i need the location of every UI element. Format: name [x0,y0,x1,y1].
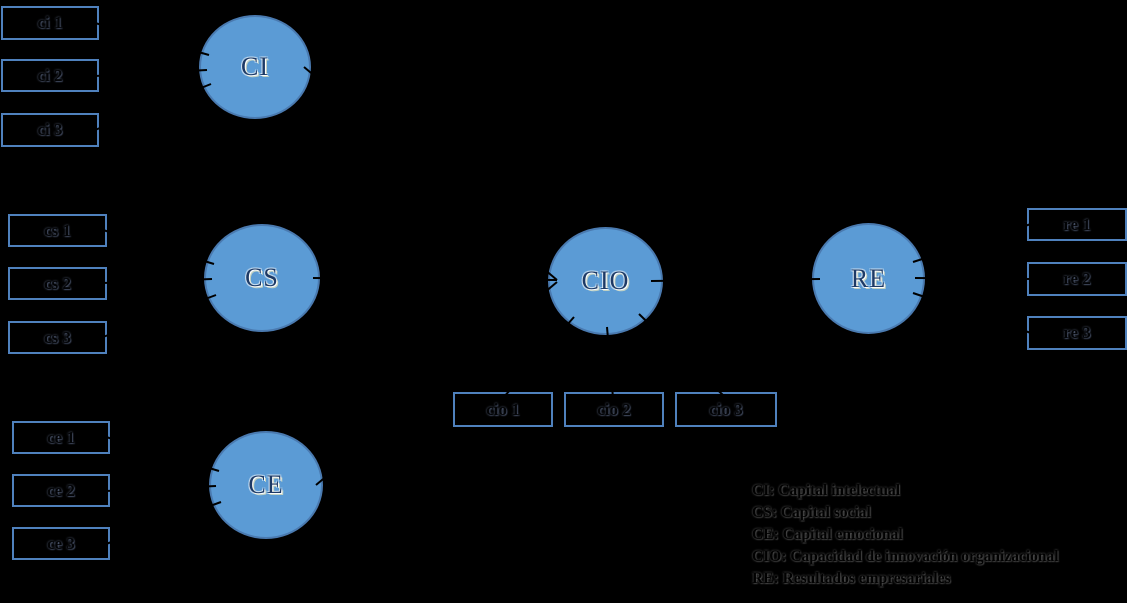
latent-node-cio-label: CIO [581,266,630,295]
indicator-label-cs3: cs 3 [44,327,71,347]
indicator-label-re1: re 1 [1063,214,1091,234]
latent-node-ce: CE [209,431,323,539]
indicator-label-ce3: ce 3 [47,533,75,553]
indicator-label-re2: re 2 [1063,269,1091,288]
indicator-box-re1: re 1 [1027,208,1127,241]
indicator-box-cs1: cs 1 [8,214,107,247]
indicator-label-cio3: cio 3 [709,399,743,419]
indicator-box-cio3: cio 3 [675,392,777,427]
latent-node-ci-label: CI [241,52,269,81]
indicator-box-ci3: ci 3 [1,113,99,147]
latent-node-cs: CS [204,224,320,332]
indicator-box-re2: re 2 [1027,262,1127,296]
legend: CI: Capital intelectual CS: Capital soci… [752,480,1059,590]
indicator-label-cs2: cs 2 [44,273,71,293]
indicator-box-cio1: cio 1 [453,392,553,427]
indicator-box-ci1: ci 1 [1,6,99,40]
latent-node-cio: CIO [548,227,663,335]
legend-line-cs: CS: Capital social [752,504,871,521]
indicator-box-cs3: cs 3 [8,321,107,354]
indicator-label-ce2: ce 2 [47,480,75,500]
latent-node-re-label: RE [850,263,887,293]
legend-line-ce: CE: Capital emocional [752,526,903,543]
legend-line-cio: CIO: Capacidad de innovación organizacio… [752,548,1059,565]
latent-node-re: RE [812,223,925,334]
indicator-label-re3: re 3 [1063,323,1091,342]
indicator-box-ci2: ci 2 [1,59,99,92]
indicator-box-re3: re 3 [1027,316,1127,350]
indicator-label-ce1: ce 1 [47,427,75,447]
indicator-label-ci1: ci 1 [37,13,63,32]
latent-node-ce-label: CE [248,470,284,499]
indicator-label-cs1: cs 1 [44,220,71,240]
indicator-box-ce3: ce 3 [12,527,110,560]
indicator-label-cio2: cio 2 [597,399,631,419]
legend-line-re: RE: Resultados empresariales [752,570,951,587]
indicator-box-ce1: ce 1 [12,421,110,454]
indicator-box-cio2: cio 2 [564,392,664,427]
indicator-label-cio1: cio 1 [486,399,520,419]
latent-node-cs-label: CS [245,263,279,292]
latent-node-ci: CI [199,15,311,119]
legend-line-ci: CI: Capital intelectual [752,482,901,499]
indicator-label-ci2: ci 2 [37,65,63,85]
indicator-label-ci3: ci 3 [37,120,63,139]
indicator-box-ce2: ce 2 [12,474,110,507]
indicator-box-cs2: cs 2 [8,267,107,300]
